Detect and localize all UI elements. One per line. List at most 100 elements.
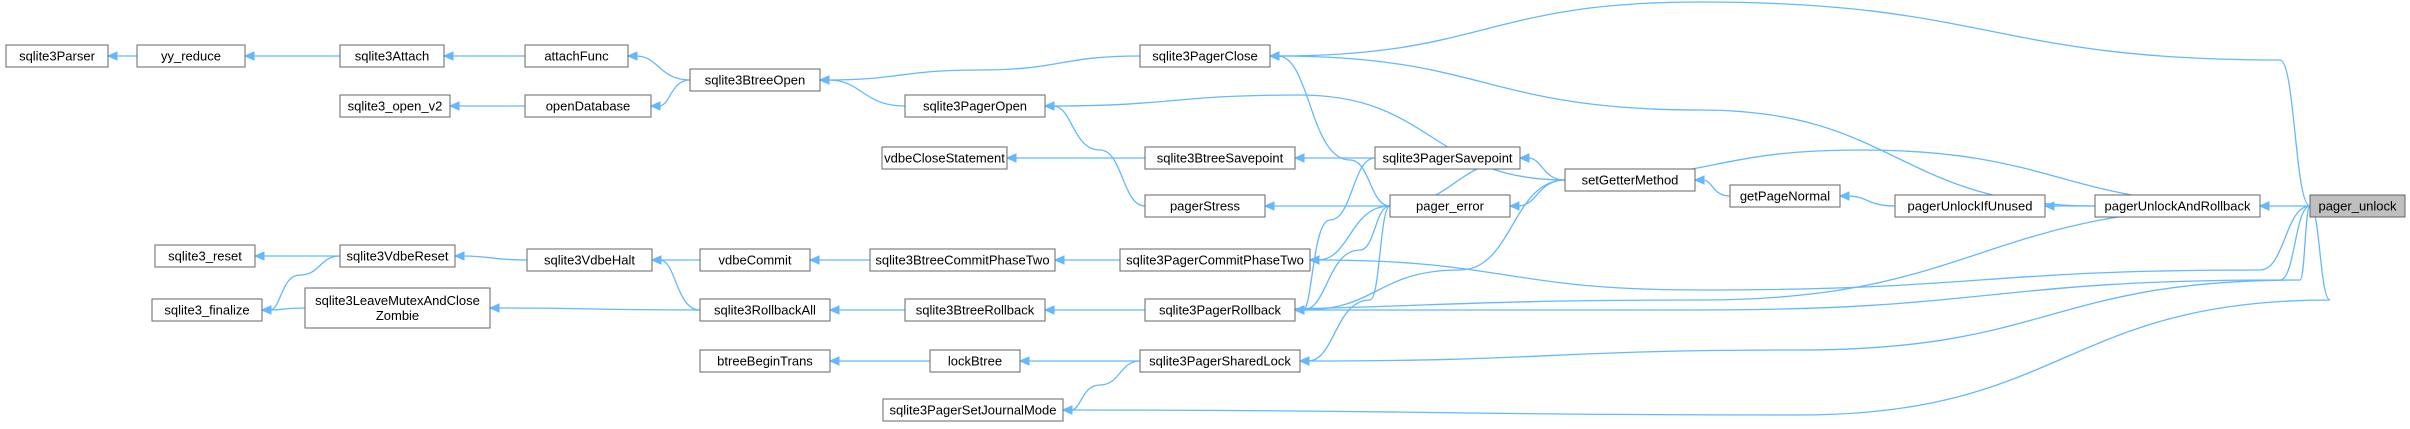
arrowhead-icon: [1053, 255, 1065, 265]
node-sqlite3_finalize[interactable]: sqlite3_finalize: [151, 298, 263, 322]
node-label: pagerUnlockAndRollback: [2105, 199, 2251, 214]
node-label: sqlite3Parser: [19, 49, 96, 64]
node-openDatabase[interactable]: openDatabase: [524, 94, 652, 118]
edge-line: [1302, 179, 1566, 311]
node-lockBtree[interactable]: lockBtree: [929, 349, 1021, 373]
arrowhead-icon: [828, 305, 840, 315]
arrowhead-icon: [808, 255, 820, 265]
node-vdbeCommit[interactable]: vdbeCommit: [699, 248, 811, 272]
node-pager_unlock[interactable]: pager_unlock: [2309, 194, 2406, 218]
node-box: [1729, 184, 1841, 208]
arrowhead-icon: [1838, 191, 1850, 201]
edge-sqlite3BtreeOpen-sqlite3PagerClose: [818, 55, 1141, 85]
node-box: [339, 94, 451, 118]
node-sqlite3PagerSavepoint[interactable]: sqlite3PagerSavepoint: [1374, 146, 1521, 170]
node-box: [5, 44, 109, 68]
edge-line: [1303, 205, 2311, 311]
node-box: [699, 298, 831, 322]
edge-line: [827, 55, 1141, 81]
node-sqlite3PagerClose[interactable]: sqlite3PagerClose: [1139, 44, 1271, 68]
edge-line: [659, 259, 701, 311]
node-sqlite3BtreeSavepoint[interactable]: sqlite3BtreeSavepoint: [1144, 146, 1296, 170]
node-label: sqlite3VdbeHalt: [544, 253, 635, 268]
node-yy_reduce[interactable]: yy_reduce: [136, 44, 246, 68]
node-label: openDatabase: [546, 99, 631, 114]
edges-layer: [106, 1, 2331, 416]
node-sqlite3BtreeRollback[interactable]: sqlite3BtreeRollback: [904, 298, 1046, 322]
arrowhead-icon: [626, 51, 638, 61]
node-box: [304, 287, 491, 329]
arrowhead-icon: [1043, 305, 1055, 315]
edge-sqlite3BtreeOpen-sqlite3PagerOpen: [818, 75, 906, 107]
edge-line: [1517, 179, 1566, 207]
node-label: sqlite3PagerSetJournalMode: [890, 403, 1057, 418]
node-sqlite3PagerSetJournalMode[interactable]: sqlite3PagerSetJournalMode: [882, 398, 1064, 422]
node-label: sqlite3RollbackAll: [714, 303, 816, 318]
node-label: vdbeCommit: [719, 253, 792, 268]
node-attachFunc[interactable]: attachFunc: [524, 44, 629, 68]
arrowhead-icon: [243, 51, 255, 61]
edge-vdbeCloseStatement-sqlite3BtreeSavepoint: [1005, 153, 1145, 163]
edge-sqlite3_finalize-sqlite3LeaveMutexAndCloseZombie: [260, 305, 306, 315]
node-pager_error[interactable]: pager_error: [1389, 194, 1511, 218]
node-pagerStress[interactable]: pagerStress: [1144, 194, 1266, 218]
node-label: sqlite3_finalize: [164, 303, 249, 318]
edge-line: [1702, 179, 1731, 197]
node-label: sqlite3PagerOpen: [923, 99, 1027, 114]
node-box: [1144, 298, 1296, 322]
node-sqlite3RollbackAll[interactable]: sqlite3RollbackAll: [699, 298, 831, 322]
node-sqlite3VdbeHalt[interactable]: sqlite3VdbeHalt: [526, 248, 653, 272]
node-vdbeCloseStatement[interactable]: vdbeCloseStatement: [881, 146, 1008, 170]
arrowhead-icon: [106, 51, 118, 61]
node-btreeBeginTrans[interactable]: btreeBeginTrans: [699, 349, 831, 373]
node-sqlite3PagerSharedLock[interactable]: sqlite3PagerSharedLock: [1139, 349, 1301, 373]
edge-sqlite3PagerSharedLock-pager_error: [1298, 205, 1391, 366]
node-label: sqlite3PagerClose: [1152, 49, 1258, 64]
node-sqlite3VdbeReset[interactable]: sqlite3VdbeReset: [339, 244, 456, 268]
node-box: [904, 94, 1046, 118]
node-sqlite3BtreeOpen[interactable]: sqlite3BtreeOpen: [689, 68, 821, 92]
edge-attachFunc-sqlite3BtreeOpen: [626, 51, 691, 81]
node-sqlite3_open_v2[interactable]: sqlite3_open_v2: [339, 94, 451, 118]
node-label: pager_error: [1416, 199, 1485, 214]
arrowhead-icon: [1508, 201, 1520, 211]
node-sqlite3BtreeCommitPhaseTwo[interactable]: sqlite3BtreeCommitPhaseTwo: [869, 248, 1056, 272]
arrowhead-icon: [818, 75, 830, 85]
edge-line: [1052, 105, 1146, 207]
node-box: [699, 349, 831, 373]
arrowhead-icon: [488, 303, 500, 313]
arrowhead-icon: [828, 356, 840, 366]
node-sqlite3PagerRollback[interactable]: sqlite3PagerRollback: [1144, 298, 1296, 322]
edge-sqlite3VdbeHalt-sqlite3RollbackAll: [650, 255, 701, 311]
node-sqlite3Parser[interactable]: sqlite3Parser: [5, 44, 109, 68]
node-sqlite3_reset[interactable]: sqlite3_reset: [154, 244, 256, 268]
edge-line: [269, 255, 341, 311]
edge-sqlite3PagerSetJournalMode-sqlite3PagerSharedLock: [1061, 360, 1141, 415]
edge-line: [1317, 205, 1391, 261]
node-getPageNormal[interactable]: getPageNormal: [1729, 184, 1841, 208]
node-sqlite3PagerCommitPhaseTwo[interactable]: sqlite3PagerCommitPhaseTwo: [1119, 248, 1311, 272]
node-box: [1139, 349, 1301, 373]
node-sqlite3PagerOpen[interactable]: sqlite3PagerOpen: [904, 94, 1046, 118]
node-label: sqlite3_open_v2: [348, 99, 443, 114]
node-pagerUnlockIfUnused[interactable]: pagerUnlockIfUnused: [1894, 194, 2046, 218]
edge-line: [1277, 55, 2096, 207]
edge-sqlite3PagerOpen-pagerStress: [1043, 101, 1146, 207]
arrowhead-icon: [1518, 153, 1530, 163]
edge-line: [1070, 205, 2331, 416]
node-box: [524, 44, 629, 68]
node-pagerUnlockAndRollback[interactable]: pagerUnlockAndRollback: [2094, 194, 2261, 218]
node-sqlite3Attach[interactable]: sqlite3Attach: [339, 44, 445, 68]
node-setGetterMethod[interactable]: setGetterMethod: [1564, 168, 1696, 192]
edge-getPageNormal-pagerUnlockIfUnused: [1838, 191, 1896, 207]
arrowhead-icon: [1043, 101, 1055, 111]
arrowhead-icon: [1268, 51, 1280, 61]
arrowhead-icon: [253, 251, 265, 261]
node-label: getPageNormal: [1740, 189, 1830, 204]
edge-line: [1307, 205, 2311, 362]
arrowhead-icon: [649, 101, 661, 111]
node-box: [1389, 194, 1511, 218]
edge-pagerUnlockAndRollback-sqlite3PagerRollback: [1144, 201, 2270, 311]
